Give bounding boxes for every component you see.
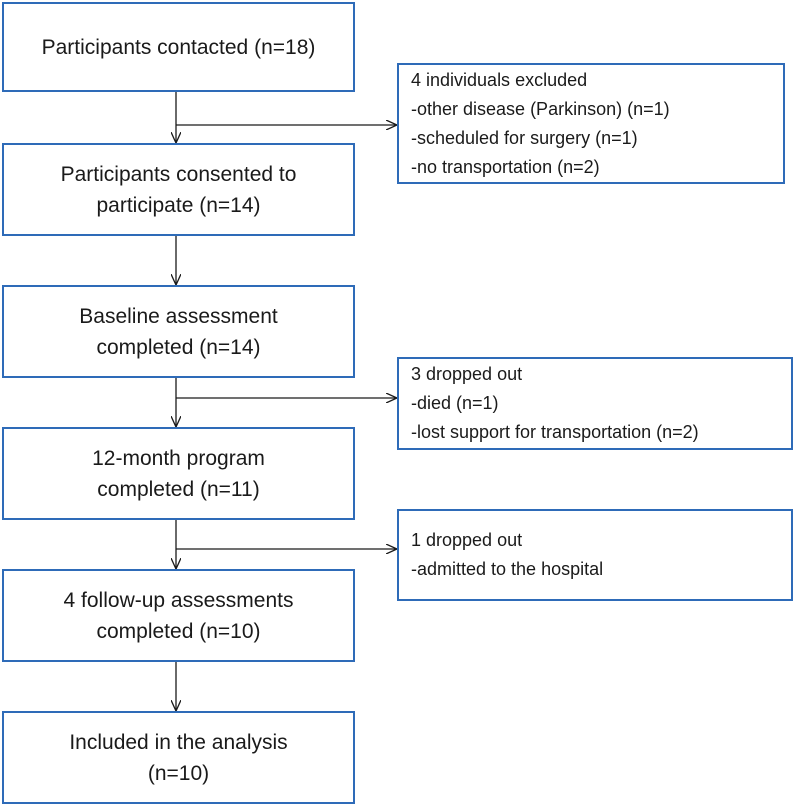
box-text-line: participate (n=14) (96, 193, 261, 217)
box-text-line: -other disease (Parkinson) (n=1) (411, 98, 670, 119)
box-text-line: Baseline assessment (79, 304, 278, 328)
box-included-in-analysis: Included in the analysis (n=10) (2, 711, 355, 804)
box-text-line: Participants contacted (n=18) (41, 35, 316, 59)
box-text-line: 1 dropped out (411, 530, 523, 550)
box-text-line: completed (n=10) (96, 619, 261, 643)
box-text-line: (n=10) (147, 761, 210, 785)
box-individuals-excluded: 4 individuals excluded -other disease (P… (397, 63, 785, 184)
box-dropped-out-1: 1 dropped out -admitted to the hospital (397, 509, 793, 601)
box-text-line: -lost support for transportation (n=2) (411, 422, 699, 442)
box-text-line: -died (n=1) (411, 393, 499, 413)
box-follow-up-assessments: 4 follow-up assessments completed (n=10) (2, 569, 355, 662)
box-text-line: Included in the analysis (69, 730, 288, 754)
box-text-line: 4 follow-up assessments (63, 588, 294, 612)
box-text-line: 12-month program (92, 446, 265, 470)
box-text-line: 3 dropped out (411, 364, 523, 384)
box-text-line: -scheduled for surgery (n=1) (411, 127, 638, 148)
box-text-line: -no transportation (n=2) (411, 156, 600, 177)
box-text-line: 4 individuals excluded (411, 69, 588, 90)
box-text-line: completed (n=14) (96, 335, 261, 359)
box-text-line: completed (n=11) (97, 477, 260, 501)
box-text-line: -admitted to the hospital (411, 559, 604, 579)
box-text-line: Participants consented to (60, 162, 297, 186)
box-participants-consented: Participants consented to participate (n… (2, 143, 355, 236)
box-baseline-assessment: Baseline assessment completed (n=14) (2, 285, 355, 378)
box-dropped-out-3: 3 dropped out -died (n=1) -lost support … (397, 357, 793, 450)
box-12-month-program: 12-month program completed (n=11) (2, 427, 355, 520)
box-participants-contacted: Participants contacted (n=18) (2, 2, 355, 92)
